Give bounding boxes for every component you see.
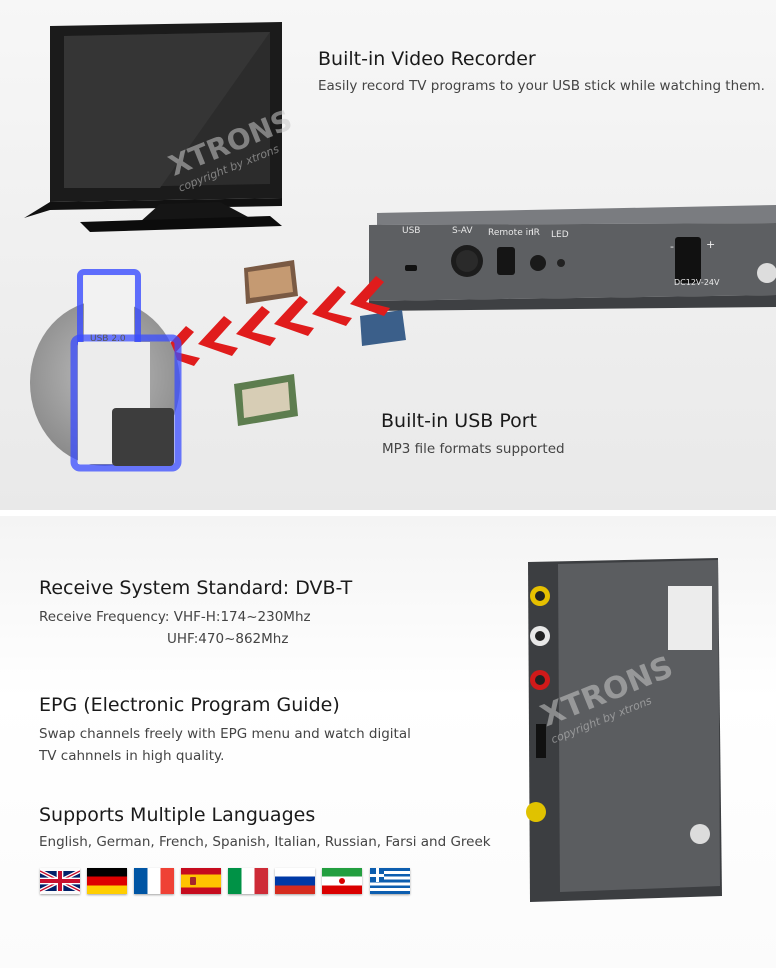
recorder-description: Easily record TV programs to your USB st… — [318, 78, 765, 94]
usb-stick-glow — [70, 269, 182, 472]
port-label-remote: Remote in — [488, 228, 534, 238]
power-minus-label: - — [670, 240, 674, 253]
spain-flag — [181, 868, 221, 894]
uk-flag — [40, 868, 80, 894]
italy-flag — [228, 868, 268, 894]
recorded-photo-3 — [234, 374, 298, 426]
france-flag — [134, 868, 174, 894]
languages-description: English, German, French, Spanish, Italia… — [39, 834, 491, 850]
germany-flag — [87, 868, 127, 894]
port-label-led: LED — [551, 230, 569, 240]
epg-description-line1: Swap channels freely with EPG menu and w… — [39, 726, 411, 742]
russia-flag — [275, 868, 315, 894]
receive-title: Receive System Standard: DVB-T — [39, 577, 353, 599]
receiver-box-rear — [369, 205, 776, 311]
usb-stick-label: USB 2.0 — [90, 334, 126, 344]
section-divider — [0, 510, 776, 516]
port-label-usb: USB — [402, 226, 421, 236]
iran-flag — [322, 868, 362, 894]
transfer-arrows — [160, 276, 390, 366]
usb-port-description: MP3 file formats supported — [382, 441, 565, 457]
languages-title: Supports Multiple Languages — [39, 804, 316, 826]
power-label: DC12V-24V — [674, 278, 720, 287]
usb-port-title: Built-in USB Port — [381, 410, 538, 432]
receiver-box-front — [526, 558, 722, 902]
top-feature-panel: Built-in Video Recorder Easily record TV… — [0, 0, 776, 510]
power-plus-label: + — [706, 238, 716, 251]
port-label-ir: IR — [531, 228, 540, 238]
epg-description-line2: TV cahnnels in high quality. — [39, 748, 225, 764]
recorded-photo-2 — [360, 310, 406, 346]
port-label-sav: S-AV — [452, 226, 473, 236]
tv-illustration — [24, 22, 282, 232]
epg-title: EPG (Electronic Program Guide) — [39, 694, 340, 716]
greece-flag — [370, 868, 410, 894]
receive-frequency-uhf: UHF:470~862Mhz — [167, 631, 289, 647]
receive-frequency-vhf: Receive Frequency: VHF-H:174~230Mhz — [39, 609, 311, 625]
recorder-title: Built-in Video Recorder — [318, 48, 536, 70]
recorded-photo-1 — [244, 260, 298, 304]
